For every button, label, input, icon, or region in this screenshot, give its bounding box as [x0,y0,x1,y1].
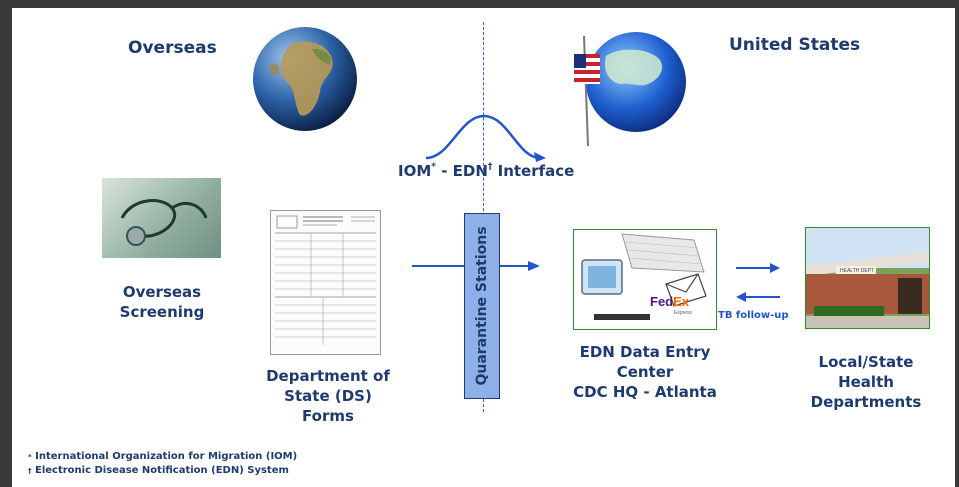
screening-line2: Screening [119,303,205,321]
stethoscope-icon [120,199,208,246]
interface-edn: - EDN [435,162,488,180]
building-sign: HEALTH DEPT [840,268,874,274]
edn-image: FedEx Express [573,229,717,330]
fedex-ex: Ex [673,294,690,309]
health-departments-label: Local/State Health Departments [786,352,946,412]
ds-form-document [270,210,381,355]
globe-united-states-icon [574,32,686,147]
overseas-screening-label: Overseas Screening [92,282,232,322]
interface-arc [425,114,546,162]
interface-sup2: † [487,162,493,172]
footnote-edn-text: Electronic Disease Notification (EDN) Sy… [34,465,289,476]
globe-overseas-icon [253,27,357,131]
stethoscope-image [102,178,221,258]
health-dept-line2: Health [838,373,894,391]
overseas-heading: Overseas [128,38,217,58]
interface-iom: IOM [398,162,432,180]
edn-center-label: EDN Data Entry Center CDC HQ - Atlanta [565,342,725,402]
edn-center-line3: CDC HQ - Atlanta [573,383,717,401]
form-lines [275,215,376,345]
footnote-edn: † Electronic Disease Notification (EDN) … [28,464,289,478]
fedex-fed: Fed [650,294,673,309]
building-icon: HEALTH DEPT [806,228,929,328]
ds-forms-label: Department of State (DS) Forms [258,366,398,426]
health-dept-line1: Local/State [818,353,914,371]
health-to-edn-arrow [736,292,780,302]
edn-center-line1: EDN Data Entry [579,343,711,361]
interface-rest: Interface [492,162,575,180]
ds-forms-line2: State (DS) Forms [284,387,372,425]
health-department-image: HEALTH DEPT [805,227,930,329]
quarantine-stations-label: Quarantine Stations [474,226,490,386]
footnote-edn-mark: † [28,467,32,475]
health-dept-line3: Departments [810,393,922,411]
interface-label: IOM* - EDN† Interface [398,162,574,180]
footnote-iom: * International Organization for Migrati… [28,450,297,464]
computer-icon: FedEx Express [581,233,707,320]
ds-forms-line1: Department of [266,367,390,385]
edn-center-line2: Center [616,363,674,381]
tb-followup-label: TB follow-up [718,310,789,321]
edn-to-health-arrow [736,263,780,273]
footnote-iom-mark: * [28,453,32,461]
footnote-iom-text: International Organization for Migration… [35,451,298,462]
screening-line1: Overseas [122,283,202,301]
svg-text:FedEx: FedEx [650,294,690,309]
quarantine-stations-box: Quarantine Stations [464,213,500,399]
interface-sup1: * [431,162,436,172]
fedex-express: Express [674,310,693,316]
united-states-heading: United States [729,35,861,55]
